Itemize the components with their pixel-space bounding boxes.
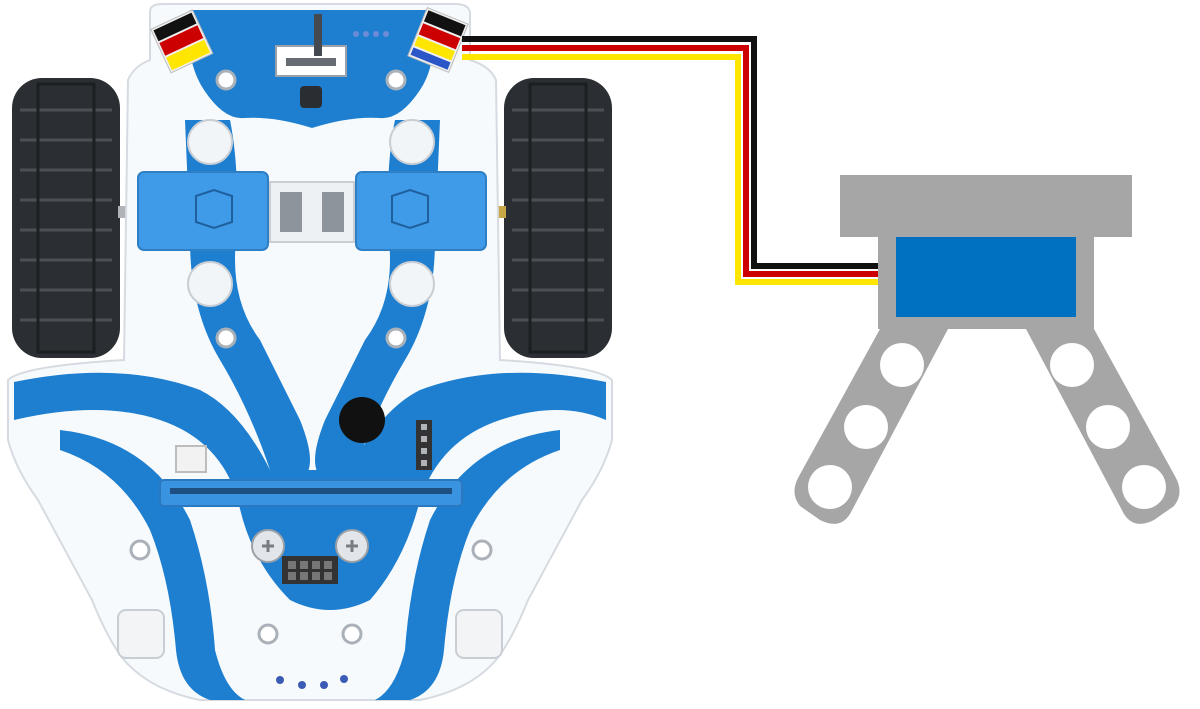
bottom-led-right [456, 610, 502, 658]
jst-connector [176, 446, 206, 472]
gripper-left-arm [794, 329, 948, 524]
gripper-top-plate [840, 175, 1132, 237]
mount-pillar-tl [188, 120, 232, 164]
motor-mount-slot-left [280, 192, 302, 232]
left-arm-hole-1 [880, 343, 924, 387]
left-arm-hole-2 [844, 405, 888, 449]
bottom-socket-header [282, 556, 338, 584]
left-wheel-tire [12, 78, 120, 358]
left-arm-hole-3 [808, 465, 852, 509]
bottom-led-left [118, 610, 164, 658]
motor-mount-slot-right [322, 192, 344, 232]
right-wheel-tire [504, 78, 612, 358]
mount-pillar-bl [188, 262, 232, 306]
servo-gripper [794, 175, 1179, 524]
mount-pillar-tr [390, 120, 434, 164]
switch-chip [300, 86, 322, 108]
mount-pillar-br [390, 262, 434, 306]
right-gear-motor [356, 172, 486, 250]
gripper-right-arm [1026, 329, 1180, 524]
right-arm-hole-2 [1086, 405, 1130, 449]
left-gear-motor [138, 172, 268, 250]
robot-car [8, 4, 612, 700]
edge-connector-slot [160, 480, 462, 506]
buzzer-icon [339, 397, 385, 443]
right-wheel [504, 78, 612, 358]
servo-motor-icon [896, 237, 1076, 317]
right-arm-hole-3 [1122, 465, 1166, 509]
right-arm-hole-1 [1050, 343, 1094, 387]
left-wheel [12, 78, 120, 358]
